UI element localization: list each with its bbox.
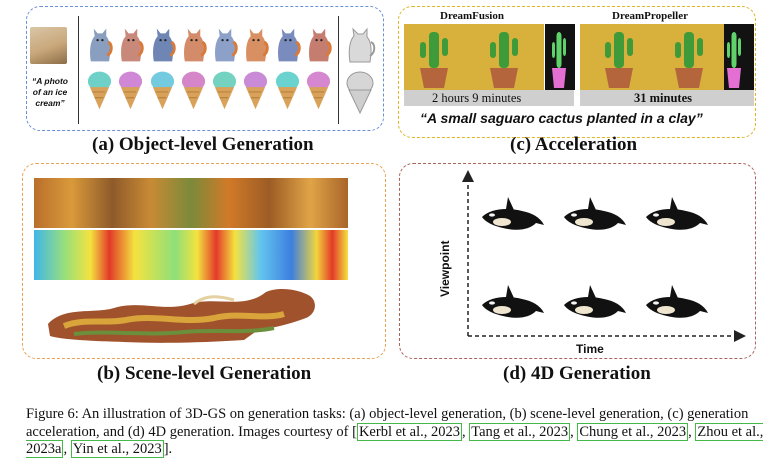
cat-render [90,28,113,62]
cat-render [309,28,332,62]
object-prompt-text: “A photo of an ice cream” [31,76,69,108]
cactus-render [605,32,633,88]
ice-cream-photo-thumbnail [30,27,67,64]
orca-render [564,285,626,318]
scene-point-cloud [48,289,315,343]
cat-mesh-render [348,27,376,63]
citation-link[interactable]: Kerbl et al., 2023 [356,422,463,441]
watermark: 知乎 @Dolly [560,254,666,275]
panel-c-caption: (c) Acceleration [510,134,638,155]
citation-link[interactable]: Yin et al., 2023 [70,440,164,458]
orca-render [482,197,544,230]
panel-a-caption: (a) Object-level Generation [92,134,314,155]
panel-acceleration [398,6,756,138]
figure-caption: Figure 6: An illustration of 3D-GS on ge… [26,406,774,459]
ice-cream-render [213,71,237,110]
dreampropeller-time: 31 minutes [634,91,692,105]
cactus-render [490,32,518,88]
caption-text: Figure 6: An illustration of 3D-GS on ge… [26,406,749,440]
citation-list: [Kerbl et al., 2023, Tang et al., 2023, … [26,422,764,458]
cactus-render [420,32,448,88]
panel-4d [399,163,756,359]
method-label-dreamfusion: DreamFusion [440,10,504,22]
cactus-render [675,32,703,88]
cat-render-row [86,24,332,64]
cactus-prompt-text: “A small saguaro cactus planted in a cla… [420,110,703,126]
panel-d-caption: (d) 4D Generation [503,363,651,384]
divider [338,16,339,124]
cactus-renders [420,32,741,88]
autumn-scene-renders [34,178,348,228]
ice-cream-render [306,71,331,110]
y-axis-label: Viewpoint [438,240,452,297]
panel-b-caption: (b) Scene-level Generation [97,363,312,384]
time-viewpoint-axes [462,170,746,342]
cat-render [277,28,301,62]
cat-render [121,28,145,62]
time-bar [580,90,754,106]
caption-end: ]. [163,441,173,457]
cat-render [152,28,176,62]
method-label-dreampropeller: DreamPropeller [612,10,688,22]
divider [78,16,79,124]
cactus-render [727,32,741,88]
ice-cream-render [275,71,299,110]
x-axis-label: Time [576,342,604,356]
panel-scene-level [22,163,386,359]
dreamfusion-time: 2 hours 9 minutes [432,91,522,105]
time-bar [404,90,574,106]
ice-cream-render [244,71,268,110]
ice-cream-render-row [86,68,332,112]
ice-cream-mesh-render [346,71,374,114]
cat-render [183,28,207,62]
ice-cream-render [181,71,205,110]
cat-render [246,28,270,62]
orca-render [646,197,708,230]
ice-cream-render [119,71,143,110]
ice-cream-render [150,71,174,110]
cat-render [215,28,238,62]
citation-link[interactable]: Zhou et al., 2023a [26,422,764,458]
citation-link[interactable]: Tang et al., 2023 [469,422,571,441]
cactus-render [552,32,566,88]
orca-render [482,285,544,318]
ice-cream-render [87,71,112,110]
orca-render [646,285,708,318]
panel-object-level [26,6,384,131]
orca-render [564,197,626,230]
depth-map-renders [34,230,348,280]
citation-link[interactable]: Chung et al., 2023 [577,422,689,441]
